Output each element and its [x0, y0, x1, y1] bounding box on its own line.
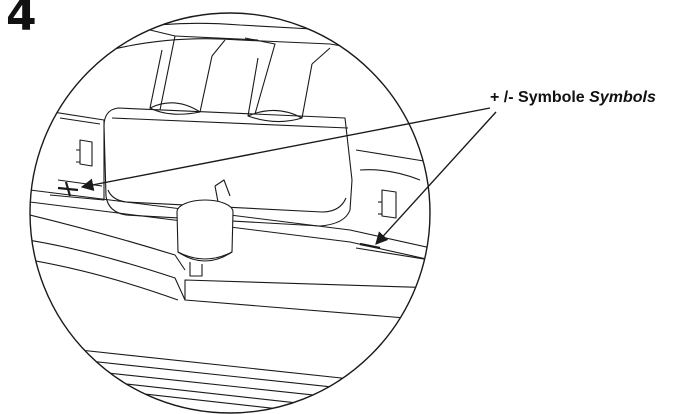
- callout-symbols: + /-: [490, 89, 514, 106]
- callout-label-en: Symbols: [589, 89, 656, 106]
- minus-marking: [359, 242, 381, 250]
- callout-label-de: Symbole: [518, 89, 585, 106]
- step-number: 4: [6, 0, 37, 41]
- arrow-to-minus: [375, 111, 497, 245]
- selector-knob: [176, 179, 234, 277]
- arrow-to-plus: [80, 107, 491, 192]
- callout-label: + /- Symbole Symbols: [490, 89, 656, 107]
- right-compartment: [355, 149, 430, 261]
- battery-block: [103, 29, 353, 227]
- battery-cylinders: [149, 39, 331, 123]
- callout-arrows: [80, 107, 497, 245]
- left-compartment: [39, 109, 105, 201]
- plus-marking: [57, 181, 79, 197]
- housing-top: [79, 22, 430, 101]
